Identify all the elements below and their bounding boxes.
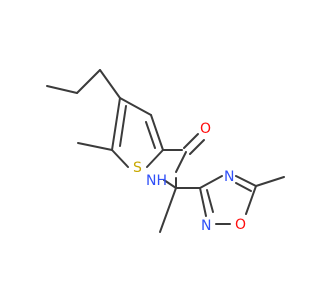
bond-ring-c3-c2-double: [145, 121, 156, 149]
atom-oxadiazole-n-top: N: [224, 169, 234, 185]
atom-oxadiazole-oxygen: O: [235, 217, 246, 233]
bond-methyl-thiophene: [77, 142, 113, 151]
atom-sulfur: S: [133, 160, 142, 176]
bond-ring-c3-c2: [150, 114, 164, 151]
atom-amide-nh: NH: [146, 173, 167, 189]
bond-ring-c4-c3: [119, 97, 152, 116]
bond-ring-c5-c4: [111, 97, 121, 151]
bond-ring-s-c5: [111, 149, 129, 168]
bond-carbonyl-n: [175, 151, 187, 173]
atom-oxadiazole-n-bottom: N: [201, 218, 211, 234]
structure-svg: S O NH N N O: [46, 69, 285, 234]
bond-ring-c5-c4-double: [119, 105, 127, 147]
bond-ox-c5-o: [245, 185, 257, 215]
bond-ox-ntop-c5: [235, 175, 257, 187]
bond-methyl-oxadiazole: [255, 176, 285, 187]
bond-ox-nbottom-c3: [199, 187, 207, 217]
bond-ox-ntop-c5-double: [235, 182, 252, 192]
molecule-diagram: S O NH N N O: [46, 69, 285, 234]
bond-ox-c3-ntop: [199, 175, 223, 189]
bond-ring-c2-s: [146, 149, 164, 168]
bond-carbonyl-o: [183, 133, 199, 149]
bond-propyl-3: [99, 69, 121, 99]
bond-propyl-2: [76, 69, 101, 94]
bond-propyl-1: [46, 85, 78, 94]
atom-carbonyl-oxygen: O: [200, 121, 211, 137]
bond-carbonyl-o-double: [189, 139, 205, 155]
bond-ox-nbottom-c3-double: [206, 189, 214, 213]
bond-quatc-methyl-bottom: [159, 187, 177, 233]
bond-n-quatc: [163, 179, 177, 189]
